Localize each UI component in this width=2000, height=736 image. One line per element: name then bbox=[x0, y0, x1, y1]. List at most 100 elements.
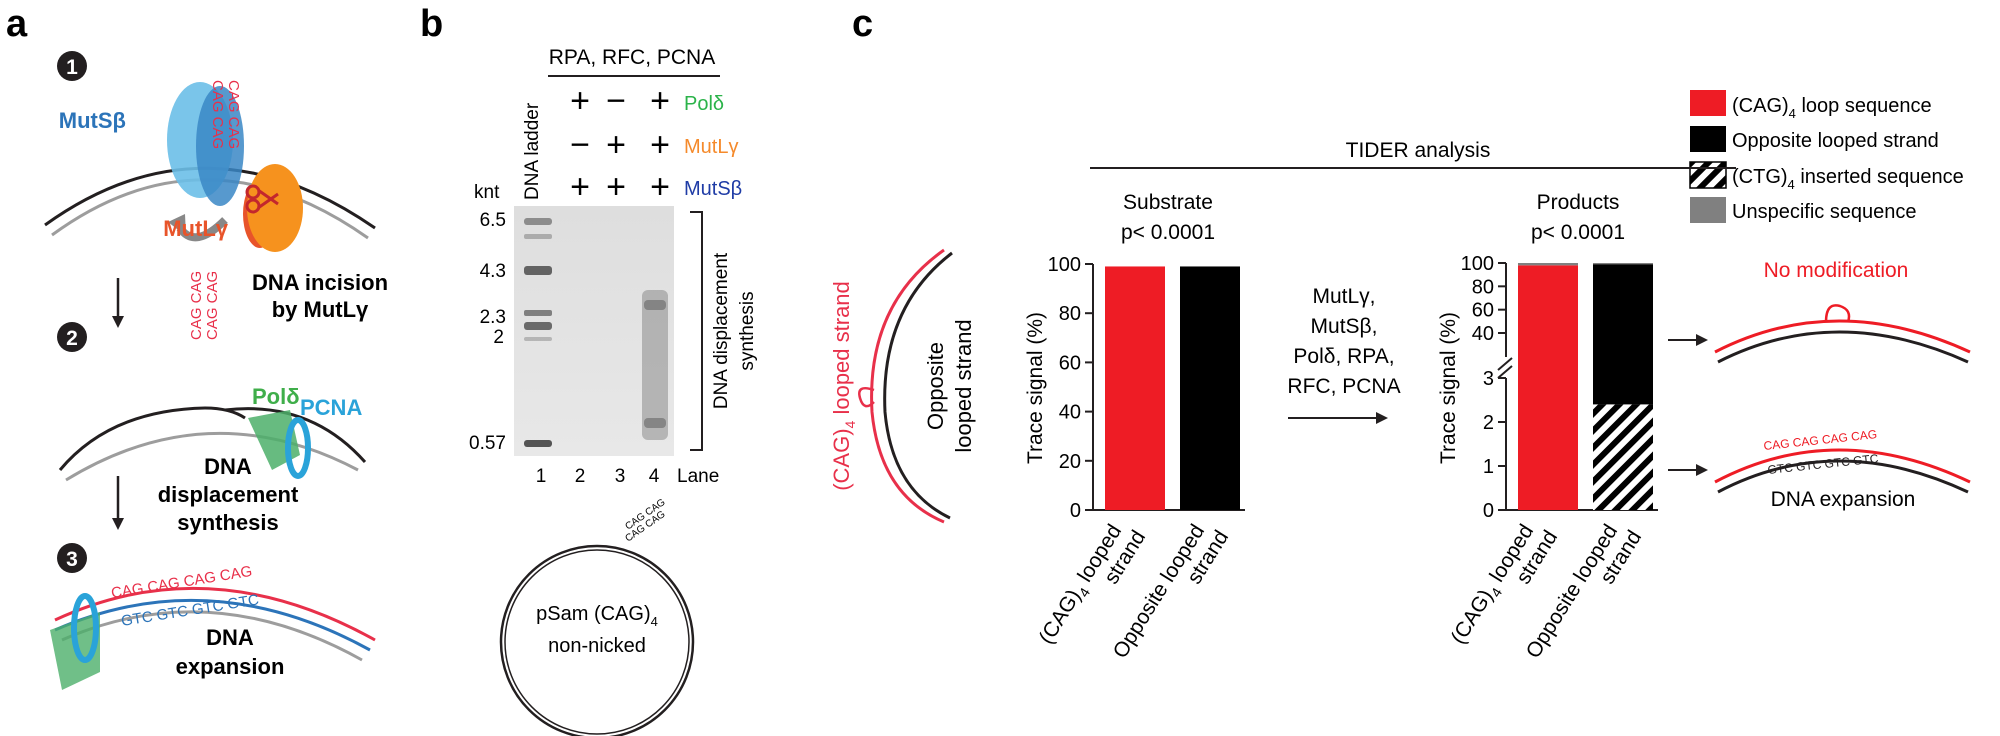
marker-label: 4.3 bbox=[480, 261, 506, 282]
no-modification-label: No modification bbox=[1764, 259, 1909, 282]
displacement-text-3: synthesis bbox=[177, 510, 279, 535]
panel-label-b: b bbox=[420, 3, 443, 45]
condition-table: + − + Polδ − + + MutLγ + + + MutSβ bbox=[570, 82, 742, 206]
y-tick-label: 1 bbox=[1483, 456, 1494, 478]
black-strand-label-2: looped strand bbox=[951, 319, 976, 452]
step-2-number: 2 bbox=[66, 327, 78, 350]
loop-bulge bbox=[858, 387, 875, 408]
y-tick-label: 40 bbox=[1472, 323, 1494, 345]
incision-text-2: by MutLγ bbox=[272, 297, 369, 322]
sign: + bbox=[570, 168, 590, 206]
mutsb-row-label: MutSβ bbox=[684, 178, 742, 200]
chart-subtitle: p< 0.0001 bbox=[1121, 221, 1215, 244]
plasmid-name: pSam (CAG)4 bbox=[536, 603, 658, 629]
legend-swatch bbox=[1690, 126, 1726, 152]
y-ticks: 0 20 40 60 80 100 bbox=[1048, 254, 1093, 522]
legend-swatch bbox=[1690, 90, 1726, 116]
sign: − bbox=[606, 82, 626, 120]
loop-seq-line-2: CAG CAG bbox=[225, 80, 242, 149]
pcna-label: PCNA bbox=[300, 395, 362, 420]
expansion-top-seq: CAG CAG CAG CAG bbox=[1763, 427, 1878, 453]
bar bbox=[1593, 404, 1653, 510]
y-tick-label: 3 bbox=[1483, 368, 1494, 390]
pold-label: Polδ bbox=[252, 384, 300, 409]
size-markers: 6.5 4.3 2.3 2 0.57 bbox=[469, 210, 506, 454]
bar bbox=[1518, 263, 1578, 266]
lane-word: Lane bbox=[677, 466, 719, 487]
sign: − bbox=[570, 126, 590, 164]
pold-row-label: Polδ bbox=[684, 93, 724, 115]
lane-4-smear bbox=[642, 290, 668, 440]
lane-number: 2 bbox=[575, 466, 586, 487]
row-mutsb: + + + MutSβ bbox=[570, 168, 742, 206]
loop-bulge bbox=[1824, 304, 1851, 323]
pold-polymerase bbox=[248, 410, 300, 470]
row-pold: + − + Polδ bbox=[570, 82, 724, 120]
scissors-icon bbox=[245, 184, 279, 214]
y-tick-label: 40 bbox=[1059, 402, 1081, 424]
y-tick-label: 20 bbox=[1059, 451, 1081, 473]
panel-a: a 1 MutSβ CAG CAG CAG CAG Mu bbox=[6, 3, 388, 690]
loop-seq2-line-1: CAG CAG bbox=[188, 271, 205, 340]
no-modification-diagram: No modification bbox=[1714, 259, 1971, 364]
bracket-label-2: synthesis bbox=[737, 291, 758, 370]
expansion-text-2: expansion bbox=[176, 654, 285, 679]
pcna-ring bbox=[285, 417, 311, 479]
reaction-text: RFC, PCNA bbox=[1287, 375, 1400, 398]
y-tick-label: 0 bbox=[1070, 500, 1081, 522]
mutsb-label: MutSβ bbox=[59, 108, 126, 133]
marker-label: 2 bbox=[493, 327, 504, 348]
bar bbox=[1518, 265, 1578, 510]
y-tick-label: 2 bbox=[1483, 412, 1494, 434]
bracket-label-1: DNA displacement bbox=[711, 252, 732, 409]
y-tick-label: 100 bbox=[1048, 254, 1081, 276]
reaction-text: Polδ, RPA, bbox=[1293, 345, 1394, 368]
legend-label: (CAG)4 loop sequence bbox=[1732, 95, 1932, 121]
panel-b: b RPA, RFC, PCNA + − + Polδ − + + MutLγ … bbox=[420, 3, 758, 736]
plasmid-status: non-nicked bbox=[548, 635, 646, 657]
unit-label: knt bbox=[474, 182, 500, 203]
legend: (CAG)4 loop sequence Opposite looped str… bbox=[1689, 90, 1964, 223]
y-tick-label: 80 bbox=[1059, 303, 1081, 325]
reaction-text: MutSβ, bbox=[1311, 315, 1378, 338]
legend-swatch bbox=[1690, 197, 1726, 223]
lane-numbers: 1 2 3 4 Lane bbox=[536, 466, 720, 487]
marker-label: 0.57 bbox=[469, 433, 506, 454]
y-tick-label: 60 bbox=[1059, 352, 1081, 374]
expansion-diagram: CAG CAG CAG CAG GTC GTC GTC GTC DNA expa… bbox=[1714, 427, 1971, 511]
legend-label: Unspecific sequence bbox=[1732, 201, 1917, 223]
step-3-number: 3 bbox=[66, 548, 78, 571]
loop-seq-line-1: CAG CAG bbox=[209, 80, 226, 149]
bar bbox=[1180, 266, 1240, 510]
y-tick-label: 80 bbox=[1472, 276, 1494, 298]
y-axis-label: Trace signal (%) bbox=[1024, 312, 1047, 464]
tider-title: TIDER analysis bbox=[1346, 139, 1491, 162]
chart-subtitle: p< 0.0001 bbox=[1531, 221, 1625, 244]
legend-label: Opposite looped strand bbox=[1732, 130, 1939, 152]
sign: + bbox=[606, 126, 626, 164]
mutlg-subunit-2 bbox=[247, 164, 303, 252]
reaction-arrow: MutLγ, MutSβ, Polδ, RPA, RFC, PCNA bbox=[1287, 285, 1401, 424]
step-2: 2 CAG CAG CAG CAG Polδ PCNA DNA displace… bbox=[57, 271, 367, 535]
marker-label: 2.3 bbox=[480, 307, 506, 328]
sign: + bbox=[650, 126, 670, 164]
dna-expansion-label: DNA expansion bbox=[1771, 488, 1916, 511]
gel-image bbox=[514, 206, 674, 456]
red-strand-label: (CAG)4 looped strand bbox=[829, 281, 858, 491]
bar bbox=[1593, 264, 1653, 405]
chart-title: Substrate bbox=[1123, 191, 1213, 214]
marker-label: 6.5 bbox=[480, 210, 506, 231]
left-strand-diagram: (CAG)4 looped strand Opposite looped str… bbox=[829, 248, 976, 524]
legend-label: (CTG)4 inserted sequence bbox=[1732, 166, 1964, 192]
loop-seq2-line-2: CAG CAG bbox=[204, 271, 221, 340]
plasmid: CAG CAG CAG CAG pSam (CAG)4 non-nicked bbox=[499, 497, 695, 736]
step-1: 1 MutSβ CAG CAG CAG CAG MutLγ DNA incisi… bbox=[44, 51, 388, 322]
bars bbox=[1518, 263, 1653, 510]
panel-label-c: c bbox=[852, 3, 873, 45]
lane-number: 1 bbox=[536, 466, 547, 487]
mutsb-subunit-2 bbox=[196, 86, 244, 206]
y-tick-label: 0 bbox=[1483, 500, 1494, 522]
pcna-ring-3 bbox=[71, 593, 99, 663]
